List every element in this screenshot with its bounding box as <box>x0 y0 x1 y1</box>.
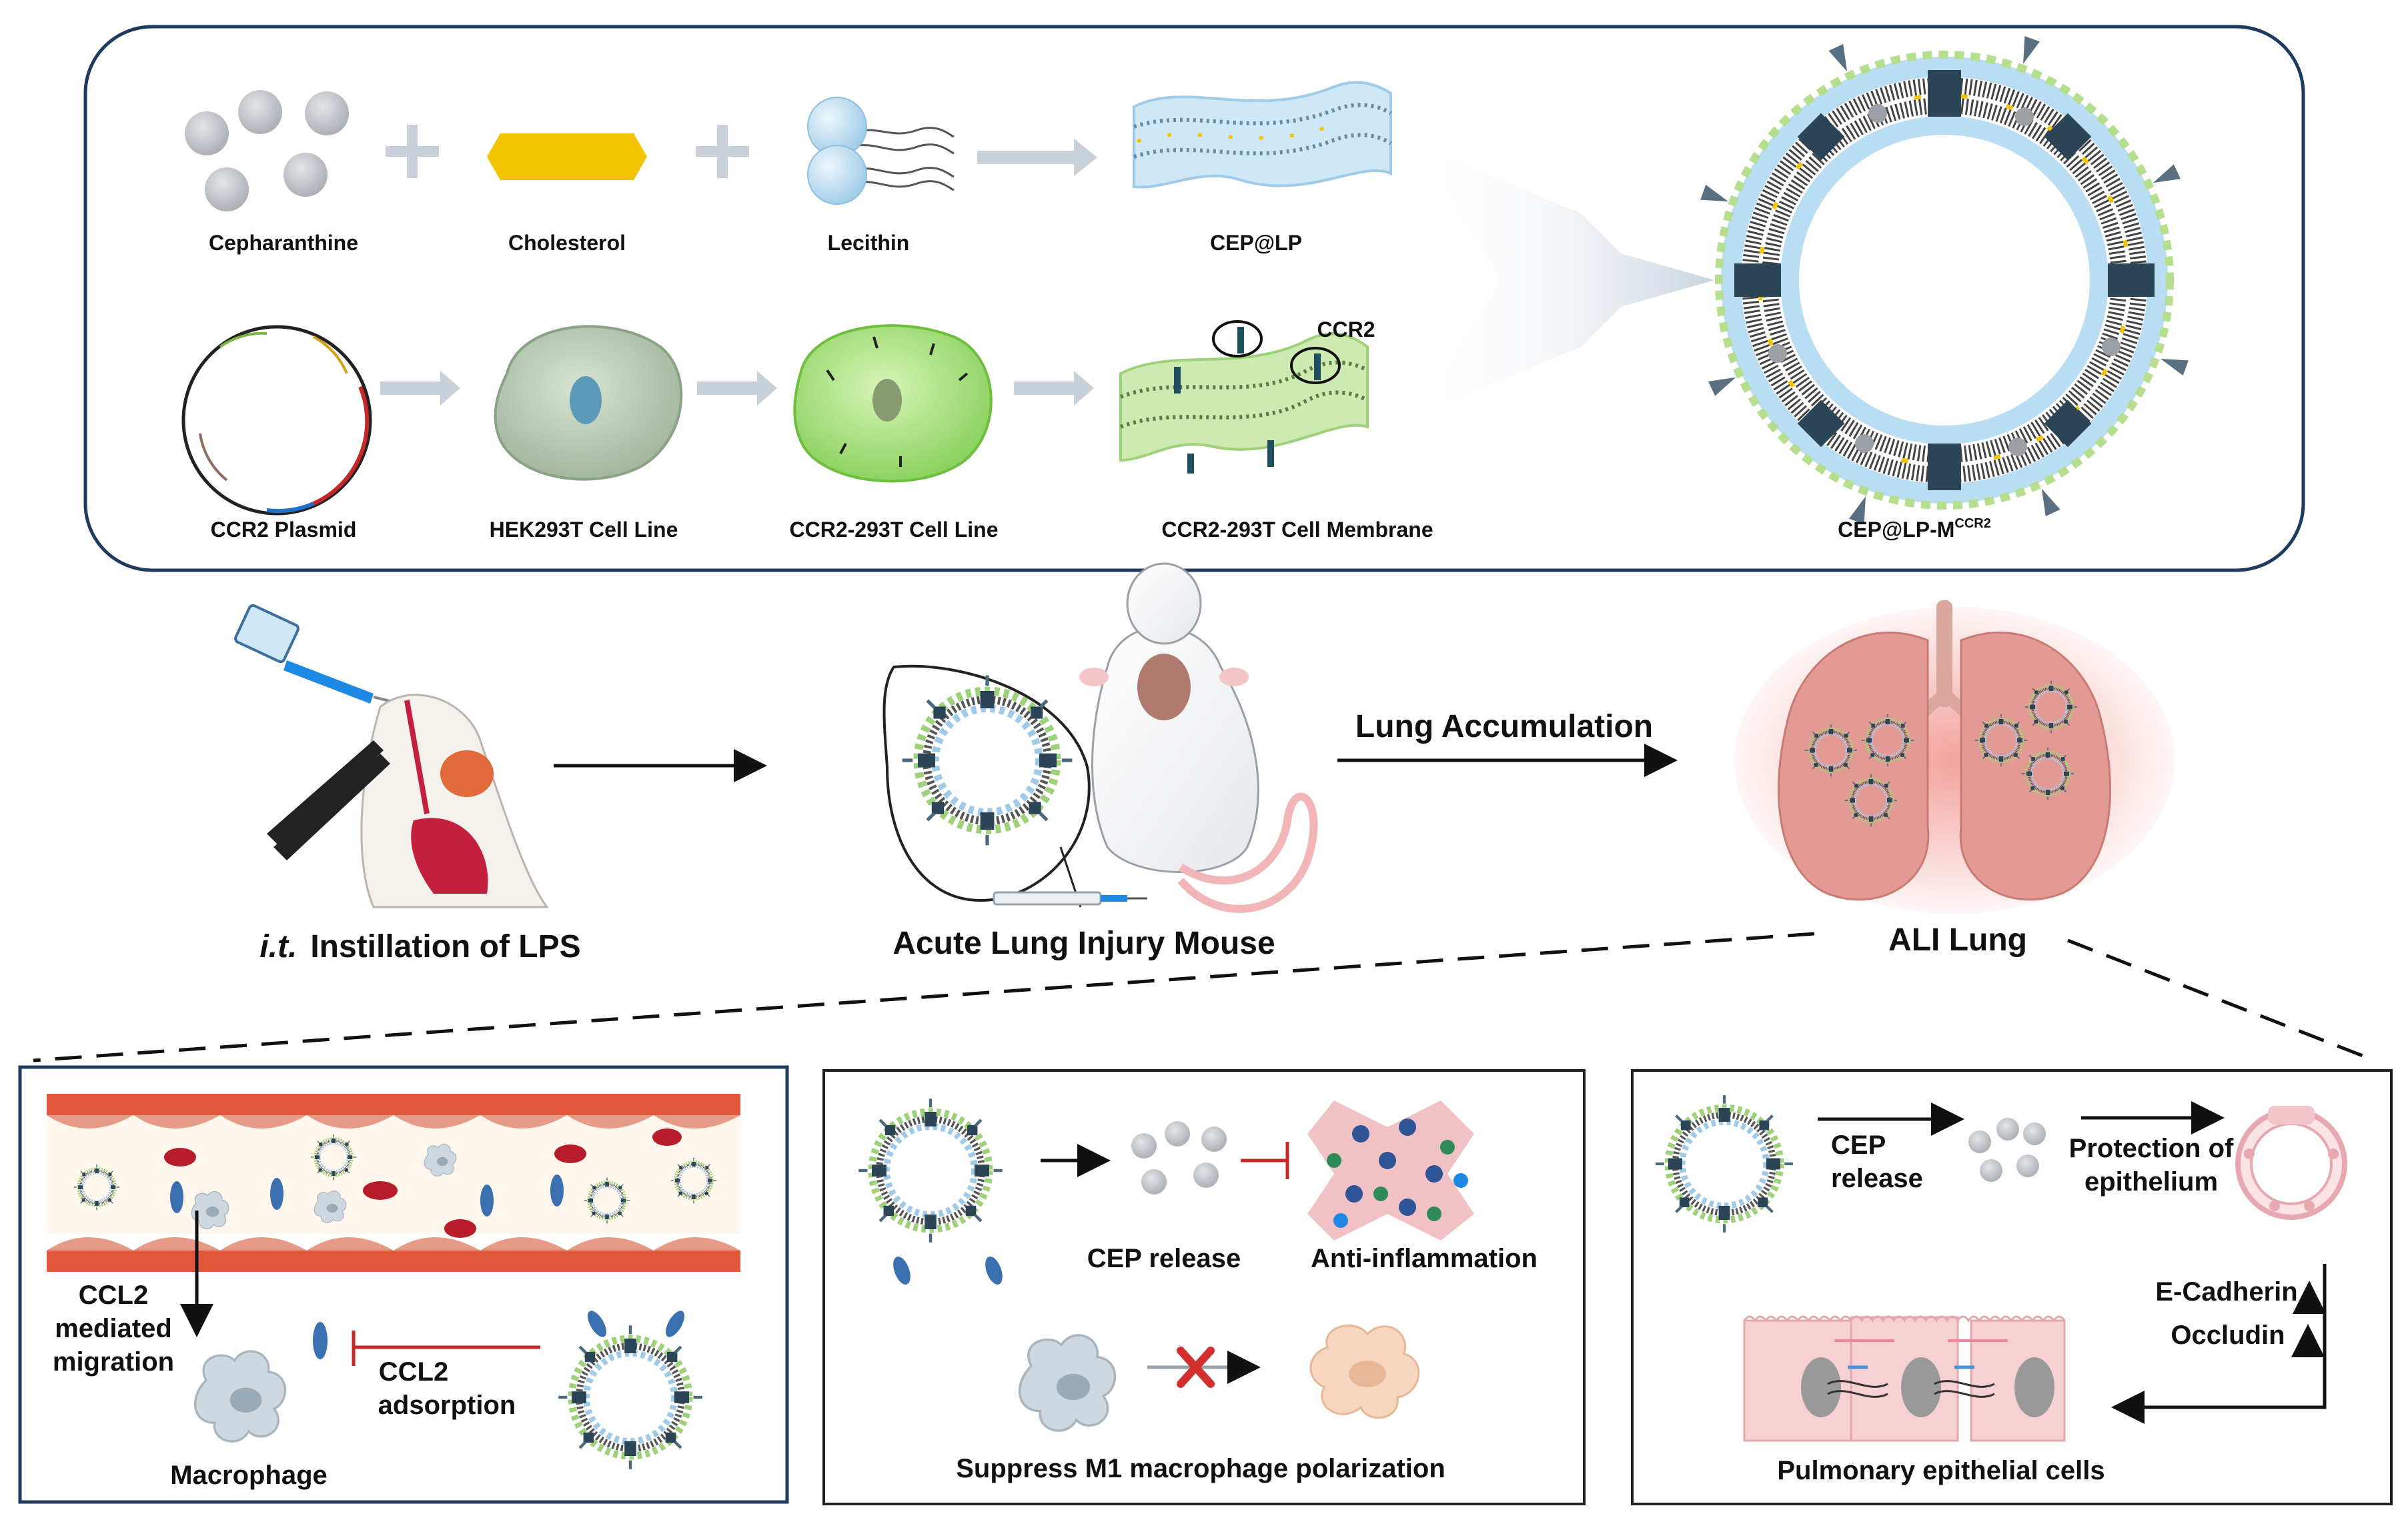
merge-arrow-icon <box>1421 147 1714 414</box>
epithelium-ring-icon <box>2235 1106 2347 1220</box>
arrow-icon <box>380 371 460 406</box>
label-protection-1: Protection of <box>2069 1134 2234 1163</box>
label-ali-mouse: Acute Lung Injury Mouse <box>892 926 1275 961</box>
m2-macrophage-icon <box>1309 1324 1420 1419</box>
label-pulmonary-epithelial: Pulmonary epithelial cells <box>1777 1456 2104 1485</box>
inhibition-icon <box>1241 1142 1289 1179</box>
ccr2-membrane-icon <box>1119 320 1369 474</box>
panel-anti-inflammation: CEP release Anti-inflammation <box>822 1069 1586 1505</box>
cepharanthine-icon <box>185 90 349 211</box>
label-release: release <box>1831 1164 1923 1193</box>
label-cep-lp-mccr2: CEP@LP-MCCR2 <box>1838 516 1991 542</box>
cholesterol-icon <box>487 133 647 180</box>
label-cholesterol: Cholesterol <box>508 231 626 255</box>
product-superscript: CCR2 <box>1954 516 1990 531</box>
product-main-text: CEP@LP-M <box>1838 518 1954 542</box>
ccl2-icon <box>893 1256 911 1285</box>
label-lung-accumulation: Lung Accumulation <box>1355 709 1653 744</box>
ccl2-icon <box>985 1256 1003 1285</box>
synthesis-section: Cepharanthine Cholesterol Lecithin CEP@L… <box>83 25 2305 572</box>
label-ccl2-1: CCL2 <box>79 1281 148 1310</box>
zoom-line-left <box>33 932 1815 1062</box>
cep-molecules-icon <box>1968 1118 2046 1182</box>
inhibition-icon <box>352 1331 540 1366</box>
ccr2-plasmid-icon <box>181 325 372 516</box>
label-ali-lung: ALI Lung <box>1888 922 2027 958</box>
label-macrophage: Macrophage <box>170 1461 328 1490</box>
lecithin-icon <box>807 97 955 205</box>
label-protection-2: epithelium <box>2084 1167 2218 1197</box>
label-occludin: Occludin <box>2171 1321 2285 1350</box>
hek293t-cell-icon <box>494 325 683 481</box>
block-x-icon <box>1177 1347 1215 1388</box>
workflow-section: i.t. Instillation of LPS Acute Lung Injur… <box>234 562 2175 964</box>
label-lecithin: Lecithin <box>828 231 910 255</box>
cep-lp-membrane-icon <box>1133 81 1392 189</box>
ccr2-293t-cell-icon <box>793 324 993 483</box>
zoom-line-right <box>2067 938 2375 1062</box>
arrow-icon <box>977 139 1097 176</box>
panel-ccl2-adsorption: CCL2 mediated migration Macrophage CCL2 … <box>18 1065 789 1504</box>
ccl2-icon <box>666 1311 684 1337</box>
label-ccr2-membrane: CCR2-293T Cell Membrane <box>1161 518 1433 542</box>
label-hek293t: HEK293T Cell Line <box>490 518 678 542</box>
ali-mouse-icon <box>882 562 1318 913</box>
lps-instillation-icon <box>234 604 549 908</box>
label-ccl2-2: mediated <box>55 1314 172 1343</box>
arrow-icon <box>697 371 777 406</box>
label-cep-lp: CEP@LP <box>1210 231 1302 255</box>
cep-molecules-icon <box>1131 1121 1227 1195</box>
label-cep: CEP <box>1831 1130 1886 1160</box>
label-ccr2-tag: CCR2 <box>1317 317 1375 341</box>
label-adsorption-2: adsorption <box>378 1391 516 1420</box>
label-instillation: i.t. Instillation of LPS <box>259 929 580 964</box>
ali-lung-icon <box>1734 600 2175 914</box>
label-adsorption-1: CCL2 <box>379 1357 448 1387</box>
plus-icon <box>386 125 749 178</box>
label-ecadherin: E-Cadherin <box>2155 1277 2297 1307</box>
label-cep-release: CEP release <box>1087 1244 1241 1273</box>
panel-epithelium-protection: CEP release Protection of epithelium E-C… <box>1631 1069 2393 1505</box>
label-cepharanthine: Cepharanthine <box>209 231 358 255</box>
arrow-icon <box>1014 371 1094 406</box>
it-text: i.t. <box>259 929 297 964</box>
blood-vessel-icon <box>47 1094 740 1272</box>
ccl2-icon <box>313 1322 328 1359</box>
label-anti-inflammation: Anti-inflammation <box>1311 1244 1538 1273</box>
instillation-text: Instillation of LPS <box>310 929 580 964</box>
label-suppress-m1: Suppress M1 macrophage polarization <box>956 1454 1445 1483</box>
ccl2-icon <box>588 1311 606 1337</box>
label-ccl2-3: migration <box>53 1347 174 1377</box>
label-ccr2-293t-cell: CCR2-293T Cell Line <box>790 518 999 542</box>
inflammation-icon <box>1307 1100 1474 1241</box>
label-ccr2-plasmid: CCR2 Plasmid <box>211 518 357 542</box>
epithelial-cells-icon <box>1743 1315 2066 1442</box>
